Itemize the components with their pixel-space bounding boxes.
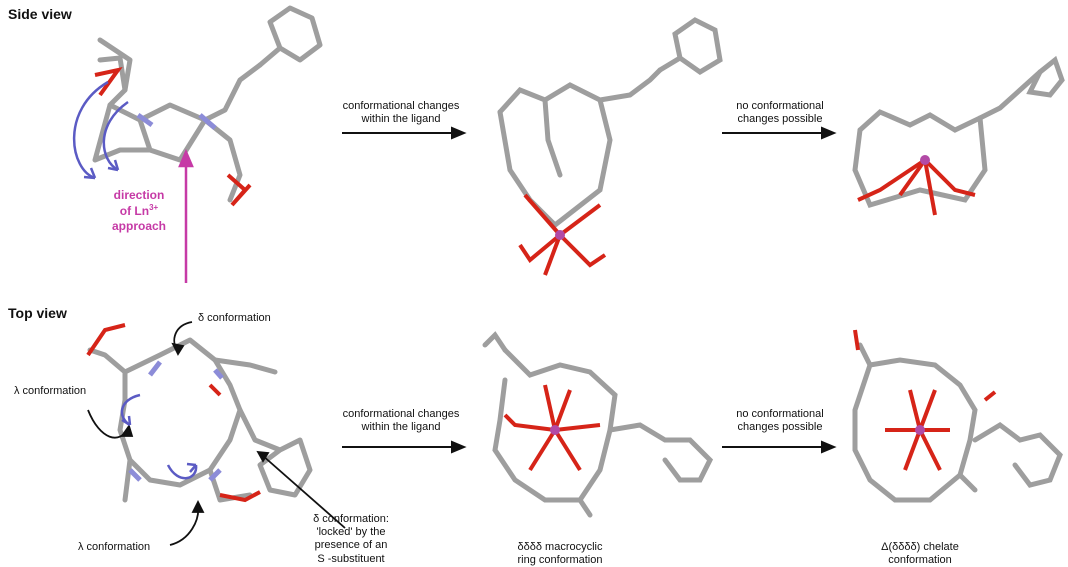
delta-conformation-label: δ conformation (198, 312, 271, 324)
lanthanide-ion-icon (920, 155, 930, 165)
side-arrow1-label: conformational changes within the ligand (342, 100, 460, 126)
lambda-conformation-label-bottom: λ conformation (78, 541, 151, 553)
callout-arrows (87, 321, 346, 546)
top-arrow2-label: no conformational changes possible (736, 408, 824, 434)
delta-locked-label: δ conformation: 'locked' by the presence… (313, 513, 389, 565)
side-complex-middle-metal (518, 193, 607, 276)
top-arrow1-label: conformational changes within the ligand (342, 408, 460, 434)
side-complex-right-oxygens (857, 158, 976, 216)
top-ligand-heteroatoms (86, 323, 261, 503)
top-complex-middle-oxygens (503, 384, 601, 472)
side-view-heading: Side view (8, 6, 72, 22)
top-complex-middle (482, 331, 714, 518)
lanthanide-ion-icon (915, 425, 925, 435)
side-ligand-heteroatoms (94, 66, 252, 207)
ln-approach-label: direction of Ln3+ approach (111, 188, 166, 233)
top-complex-right (852, 342, 1063, 503)
ln-approach-arrow (178, 148, 194, 283)
top-view-heading: Top view (8, 305, 67, 321)
top-complex-right-oxygens (853, 329, 997, 471)
lanthanide-ion-icon (550, 425, 560, 435)
lanthanide-ion-icon (555, 230, 565, 240)
macrocyclic-caption: δδδδ macrocyclic ring conformation (517, 541, 603, 567)
side-ligand-molecule (92, 5, 323, 203)
top-rotation-arrows (120, 393, 198, 480)
process-arrows (342, 126, 837, 454)
side-arrow2-label: no conformational changes possible (736, 100, 824, 126)
lambda-conformation-label-top: λ conformation (14, 385, 87, 397)
chelate-caption: Δ(δδδδ) chelate conformation (881, 541, 959, 567)
side-complex-middle (497, 17, 723, 229)
lambda-rotation-arrows (72, 80, 129, 180)
side-complex-right (852, 55, 1065, 209)
